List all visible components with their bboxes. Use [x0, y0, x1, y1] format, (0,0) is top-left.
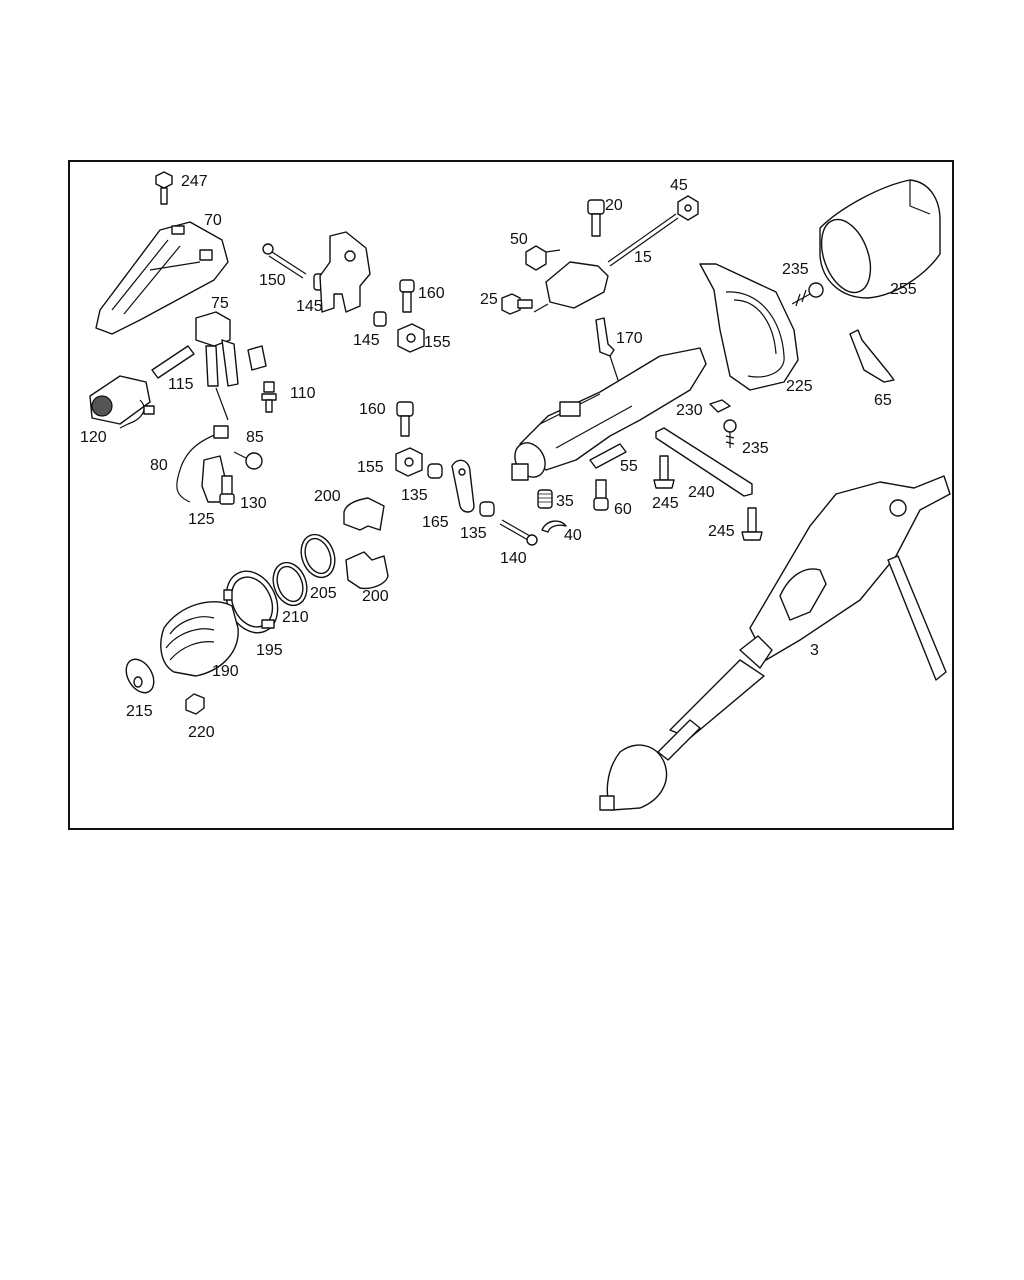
nut-155b: [395, 447, 423, 477]
bolt-245b: [741, 507, 763, 541]
label-245a: 245: [652, 495, 679, 512]
cover-255: [819, 179, 941, 299]
label-255: 255: [890, 281, 917, 298]
label-135a: 135: [401, 487, 428, 504]
steering-column-3: [599, 475, 951, 811]
label-235a: 235: [742, 440, 769, 457]
label-155b: 155: [357, 459, 384, 476]
bracket-70: [95, 221, 229, 335]
pin-115: [151, 345, 195, 379]
label-25: 25: [480, 291, 498, 308]
label-65: 65: [874, 392, 892, 409]
jacket-tube: [511, 347, 707, 481]
label-145a: 145: [296, 298, 323, 315]
bolt-245a: [653, 455, 675, 489]
label-35: 35: [556, 493, 574, 510]
lever-switch-75: [195, 311, 239, 421]
column-bracket: [319, 231, 371, 313]
label-60: 60: [614, 501, 632, 518]
clamp-195: [225, 570, 279, 634]
nut-50: [525, 245, 547, 271]
spring-35: [537, 489, 553, 509]
bolt-160b: [396, 401, 414, 437]
label-120: 120: [80, 429, 107, 446]
bolt-150: [262, 243, 307, 279]
label-80: 80: [150, 457, 168, 474]
label-190: 190: [212, 663, 239, 680]
connector-110: [247, 345, 277, 413]
label-15: 15: [634, 249, 652, 266]
label-115: 115: [168, 376, 194, 393]
strip-55: [589, 443, 627, 469]
bolt-140: [499, 519, 538, 546]
label-200a: 200: [314, 488, 341, 505]
sleeve-145b: [373, 311, 387, 327]
rod-240: [655, 427, 753, 497]
nut-220: [185, 693, 205, 715]
ring-205: [300, 533, 336, 579]
label-45: 45: [670, 177, 688, 194]
adjuster-15: [545, 213, 679, 309]
screw-235a: [723, 419, 737, 448]
label-125: 125: [188, 511, 215, 528]
label-140: 140: [500, 550, 527, 567]
bolt-20: [587, 199, 605, 237]
bolt-247: [155, 171, 173, 205]
label-160a: 160: [418, 285, 445, 302]
screw-235b: [791, 282, 824, 307]
label-235b: 235: [782, 261, 809, 278]
bolt-60: [593, 479, 609, 511]
label-130: 130: [240, 495, 267, 512]
label-50: 50: [510, 231, 528, 248]
label-145b: 145: [353, 332, 380, 349]
washer-215: [125, 658, 155, 694]
cable-80: [176, 425, 229, 503]
label-85: 85: [246, 429, 264, 446]
label-170: 170: [616, 330, 643, 347]
bushing-200b: [345, 551, 389, 590]
lever-165: [451, 459, 475, 513]
label-135b: 135: [460, 525, 487, 542]
bolt-160a: [399, 279, 415, 313]
motor-120: [89, 375, 155, 429]
shroud-225: [699, 263, 799, 391]
label-155a: 155: [424, 334, 451, 351]
label-225: 225: [786, 378, 813, 395]
label-247: 247: [181, 173, 208, 190]
bolt-85: [233, 451, 263, 470]
label-40: 40: [564, 527, 582, 544]
label-70: 70: [204, 212, 222, 229]
label-205: 205: [310, 585, 337, 602]
bolt-25: [501, 293, 549, 315]
nut-45: [677, 195, 699, 221]
ring-210: [272, 561, 308, 607]
label-165: 165: [422, 514, 449, 531]
label-210: 210: [282, 609, 309, 626]
screw-135a: [427, 463, 443, 479]
boot-190: [160, 589, 239, 677]
label-195: 195: [256, 642, 283, 659]
clip-230: [709, 399, 731, 413]
label-240: 240: [688, 484, 715, 501]
nut-155a: [397, 323, 425, 353]
label-55: 55: [620, 458, 638, 475]
label-230: 230: [676, 402, 703, 419]
bracket-65: [849, 329, 895, 383]
label-245b: 245: [708, 523, 735, 540]
label-220: 220: [188, 724, 215, 741]
screw-135b: [479, 501, 495, 517]
label-215: 215: [126, 703, 153, 720]
label-75: 75: [211, 295, 229, 312]
clip-40: [541, 520, 567, 533]
label-200b: 200: [362, 588, 389, 605]
bushing-200a: [343, 497, 385, 531]
label-150: 150: [259, 272, 286, 289]
bolt-130: [219, 475, 235, 505]
label-110: 110: [290, 385, 316, 402]
label-20: 20: [605, 197, 623, 214]
label-3: 3: [810, 642, 819, 659]
label-160b: 160: [359, 401, 386, 418]
